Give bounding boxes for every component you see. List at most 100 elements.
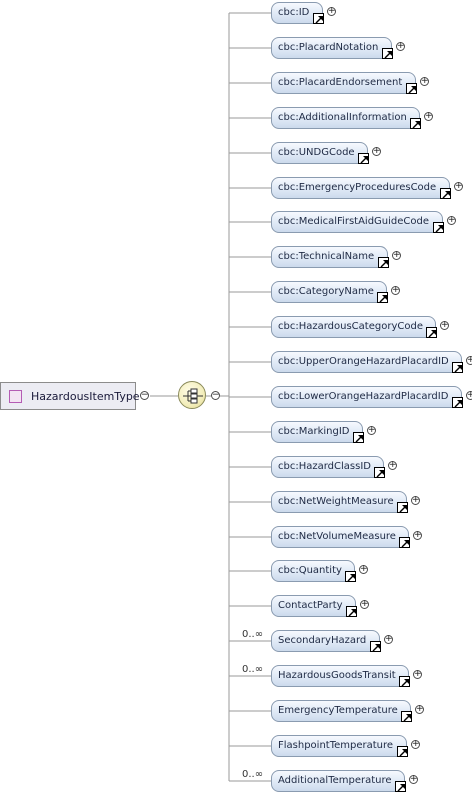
root-type-label: HazardousItemType [31,389,140,403]
expand-icon[interactable]: + [384,634,393,644]
expand-icon[interactable]: + [359,564,368,574]
element-node[interactable]: cbc:MedicalFirstAidGuideCode [271,211,443,233]
element-label: cbc:MarkingID [278,426,350,437]
expand-icon[interactable]: + [454,181,463,191]
element-node[interactable]: cbc:TechnicalName [271,246,388,268]
element-label: cbc:PlacardEndorsement [278,77,403,88]
expand-icon[interactable]: + [413,530,422,540]
element-node[interactable]: AdditionalTemperature [271,770,405,792]
element-node[interactable]: FlashpointTemperature [271,735,407,757]
element-node[interactable]: cbc:NetVolumeMeasure [271,526,409,548]
element-label: cbc:HazardClassID [278,461,371,472]
reference-arrow-icon [433,222,444,233]
complex-type-icon [9,389,22,403]
reference-arrow-icon [353,432,364,443]
cardinality-label: 0..∞ [242,769,264,780]
expand-icon[interactable]: + [372,146,381,156]
reference-arrow-icon [401,711,412,722]
element-label: cbc:HazardousCategoryCode [278,321,423,332]
expand-icon[interactable]: + [391,285,400,295]
element-node[interactable]: EmergencyTemperature [271,700,411,722]
element-label: cbc:TechnicalName [278,251,375,262]
element-node[interactable]: SecondaryHazard [271,630,380,652]
element-label: cbc:PlacardNotation [278,42,379,53]
element-node[interactable]: cbc:AdditionalInformation [271,107,420,129]
reference-arrow-icon [395,781,406,792]
expand-icon[interactable]: + [420,76,429,86]
reference-arrow-icon [452,362,463,373]
element-label: cbc:ID [278,7,310,18]
expand-icon[interactable]: + [411,739,420,749]
reference-arrow-icon [440,188,451,199]
reference-arrow-icon [426,327,437,338]
element-label: cbc:CategoryName [278,286,374,297]
expand-icon[interactable]: + [466,391,472,400]
element-node[interactable]: cbc:NetWeightMeasure [271,491,407,513]
reference-arrow-icon [370,641,381,652]
element-label: ContactParty [278,600,343,611]
element-label: EmergencyTemperature [278,705,398,716]
element-label: cbc:MedicalFirstAidGuideCode [278,216,430,227]
reference-arrow-icon [399,537,410,548]
element-node[interactable]: HazardousGoodsTransit [271,665,409,687]
expand-icon[interactable]: + [415,704,424,714]
element-node[interactable]: cbc:ID [271,2,323,24]
reference-arrow-icon [397,746,408,757]
expand-icon[interactable]: + [392,250,401,260]
reference-arrow-icon [374,467,385,478]
element-label: cbc:AdditionalInformation [278,112,407,123]
element-label: AdditionalTemperature [278,775,392,786]
element-label: cbc:EmergencyProceduresCode [278,182,437,193]
expand-icon[interactable]: + [440,320,449,330]
expand-icon[interactable]: + [367,425,376,435]
element-label: cbc:NetVolumeMeasure [278,531,396,542]
reference-arrow-icon [382,48,393,59]
reference-arrow-icon [399,676,410,687]
root-collapse-icon[interactable]: − [140,390,149,400]
element-label: cbc:NetWeightMeasure [278,496,394,507]
element-node[interactable]: cbc:CategoryName [271,281,387,303]
element-node[interactable]: cbc:PlacardNotation [271,37,392,59]
element-node[interactable]: cbc:UpperOrangeHazardPlacardID [271,351,462,373]
cardinality-label: 0..∞ [242,629,264,640]
reference-arrow-icon [410,118,421,129]
element-node[interactable]: cbc:Quantity [271,560,355,582]
expand-icon[interactable]: + [396,41,405,51]
expand-icon[interactable]: + [388,460,397,470]
reference-arrow-icon [346,606,357,617]
sequence-compositor-icon[interactable] [178,381,206,409]
reference-arrow-icon [452,397,463,408]
expand-icon[interactable]: + [413,669,422,679]
sequence-collapse-icon[interactable]: − [211,390,220,400]
expand-icon[interactable]: + [447,215,456,225]
element-label: cbc:LowerOrangeHazardPlacardID [278,391,449,402]
expand-icon[interactable]: + [409,774,418,784]
expand-icon[interactable]: + [360,599,369,609]
element-node[interactable]: cbc:PlacardEndorsement [271,72,416,94]
expand-icon[interactable]: + [411,495,420,505]
element-node[interactable]: cbc:MarkingID [271,421,363,443]
root-type-box[interactable]: HazardousItemType [0,382,140,410]
element-node[interactable]: cbc:LowerOrangeHazardPlacardID [271,386,462,408]
expand-icon[interactable]: + [327,6,336,16]
element-label: FlashpointTemperature [278,740,394,751]
element-label: cbc:UNDGCode [278,147,355,158]
expand-icon[interactable]: + [466,356,472,365]
element-label: SecondaryHazard [278,635,367,646]
reference-arrow-icon [358,153,369,164]
element-node[interactable]: cbc:HazardClassID [271,456,384,478]
element-node[interactable]: ContactParty [271,595,356,617]
element-label: HazardousGoodsTransit [278,670,396,681]
element-node[interactable]: cbc:UNDGCode [271,142,368,164]
reference-arrow-icon [406,83,417,94]
expand-icon[interactable]: + [424,111,433,121]
element-node[interactable]: cbc:EmergencyProceduresCode [271,177,450,199]
reference-arrow-icon [313,13,324,24]
cardinality-label: 0..∞ [242,664,264,675]
element-label: cbc:UpperOrangeHazardPlacardID [278,356,449,367]
reference-arrow-icon [377,292,388,303]
reference-arrow-icon [397,502,408,513]
element-node[interactable]: cbc:HazardousCategoryCode [271,316,436,338]
reference-arrow-icon [378,257,389,268]
